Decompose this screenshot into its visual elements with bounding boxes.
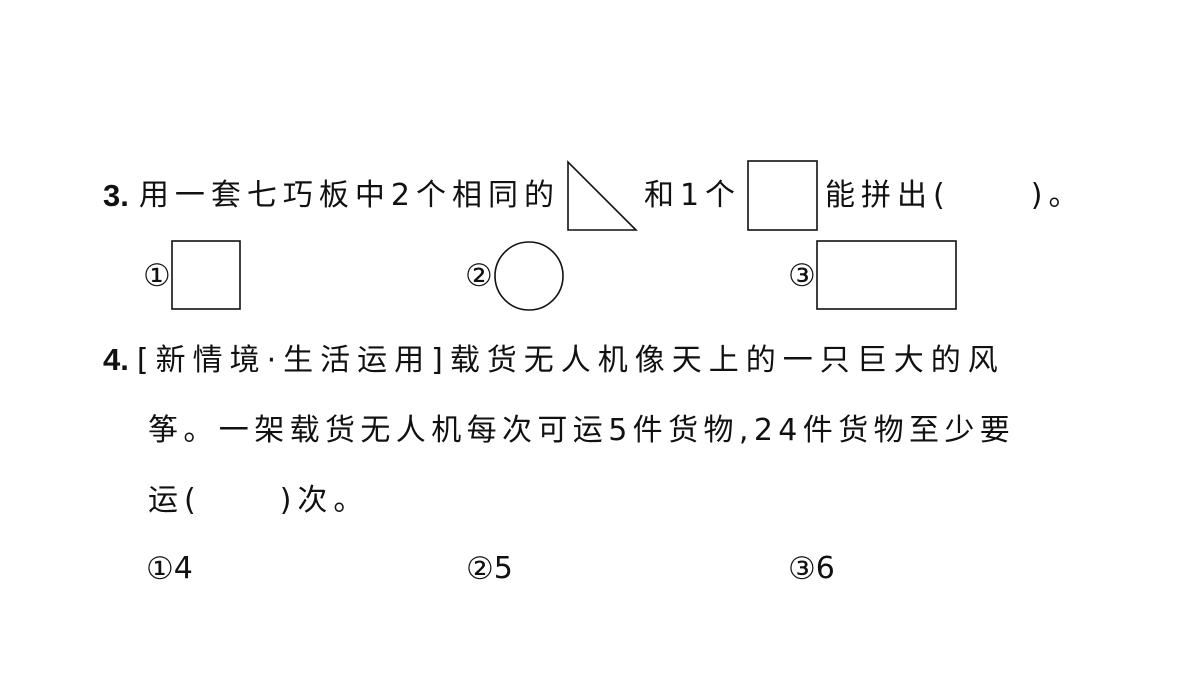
- circle-icon: [493, 240, 565, 312]
- question-3-stem: 3. 用一套七巧板中2个相同的 和1个 能拼出( )。: [103, 160, 1084, 232]
- option-2[interactable]: ② 5: [466, 549, 513, 589]
- option-value: 4: [173, 551, 193, 586]
- option-3[interactable]: ③: [788, 240, 958, 312]
- question-3-text-part2: 和1个: [643, 178, 742, 213]
- question-4-line-1: 4.[新情境·生活运用]载货无人机像天上的一只巨大的风: [103, 340, 1005, 381]
- option-3[interactable]: ③ 6: [788, 549, 835, 589]
- rectangle-icon: [815, 240, 958, 312]
- question-4-text-line3-start: 运(: [148, 483, 202, 518]
- square-piece-icon: [747, 160, 819, 232]
- square-icon: [170, 240, 243, 312]
- option-mark: ③: [788, 258, 816, 294]
- question-3-text-end: )。: [1030, 178, 1085, 213]
- question-4-text-line1: 载货无人机像天上的一只巨大的风: [449, 343, 1005, 378]
- question-4-tag: [新情境·生活运用]: [136, 343, 450, 378]
- question-4-text-line3-end: )次。: [279, 483, 370, 518]
- option-mark: ①: [143, 258, 171, 294]
- option-1[interactable]: ①: [143, 240, 243, 312]
- question-4-line-2: 筝。一架载货无人机每次可运5件货物,24件货物至少要: [148, 411, 1015, 451]
- option-value: 5: [493, 551, 513, 586]
- question-4-line-3: 运( )次。: [148, 481, 369, 521]
- right-triangle-icon: [566, 160, 638, 232]
- question-4-number: 4.: [103, 342, 129, 377]
- option-value: 6: [815, 551, 835, 586]
- option-mark: ③: [788, 551, 816, 587]
- question-3-number: 3.: [103, 178, 129, 213]
- question-3-text-part3: 能拼出(: [825, 178, 951, 213]
- option-2[interactable]: ②: [465, 240, 565, 312]
- option-mark: ②: [466, 551, 494, 587]
- question-3-text-part1: 用一套七巧板中2个相同的: [138, 178, 560, 213]
- question-4-text-line2: 筝。一架载货无人机每次可运5件货物,24件货物至少要: [148, 413, 1016, 448]
- option-mark: ②: [465, 258, 493, 294]
- option-1[interactable]: ① 4: [146, 549, 193, 589]
- option-mark: ①: [146, 551, 174, 587]
